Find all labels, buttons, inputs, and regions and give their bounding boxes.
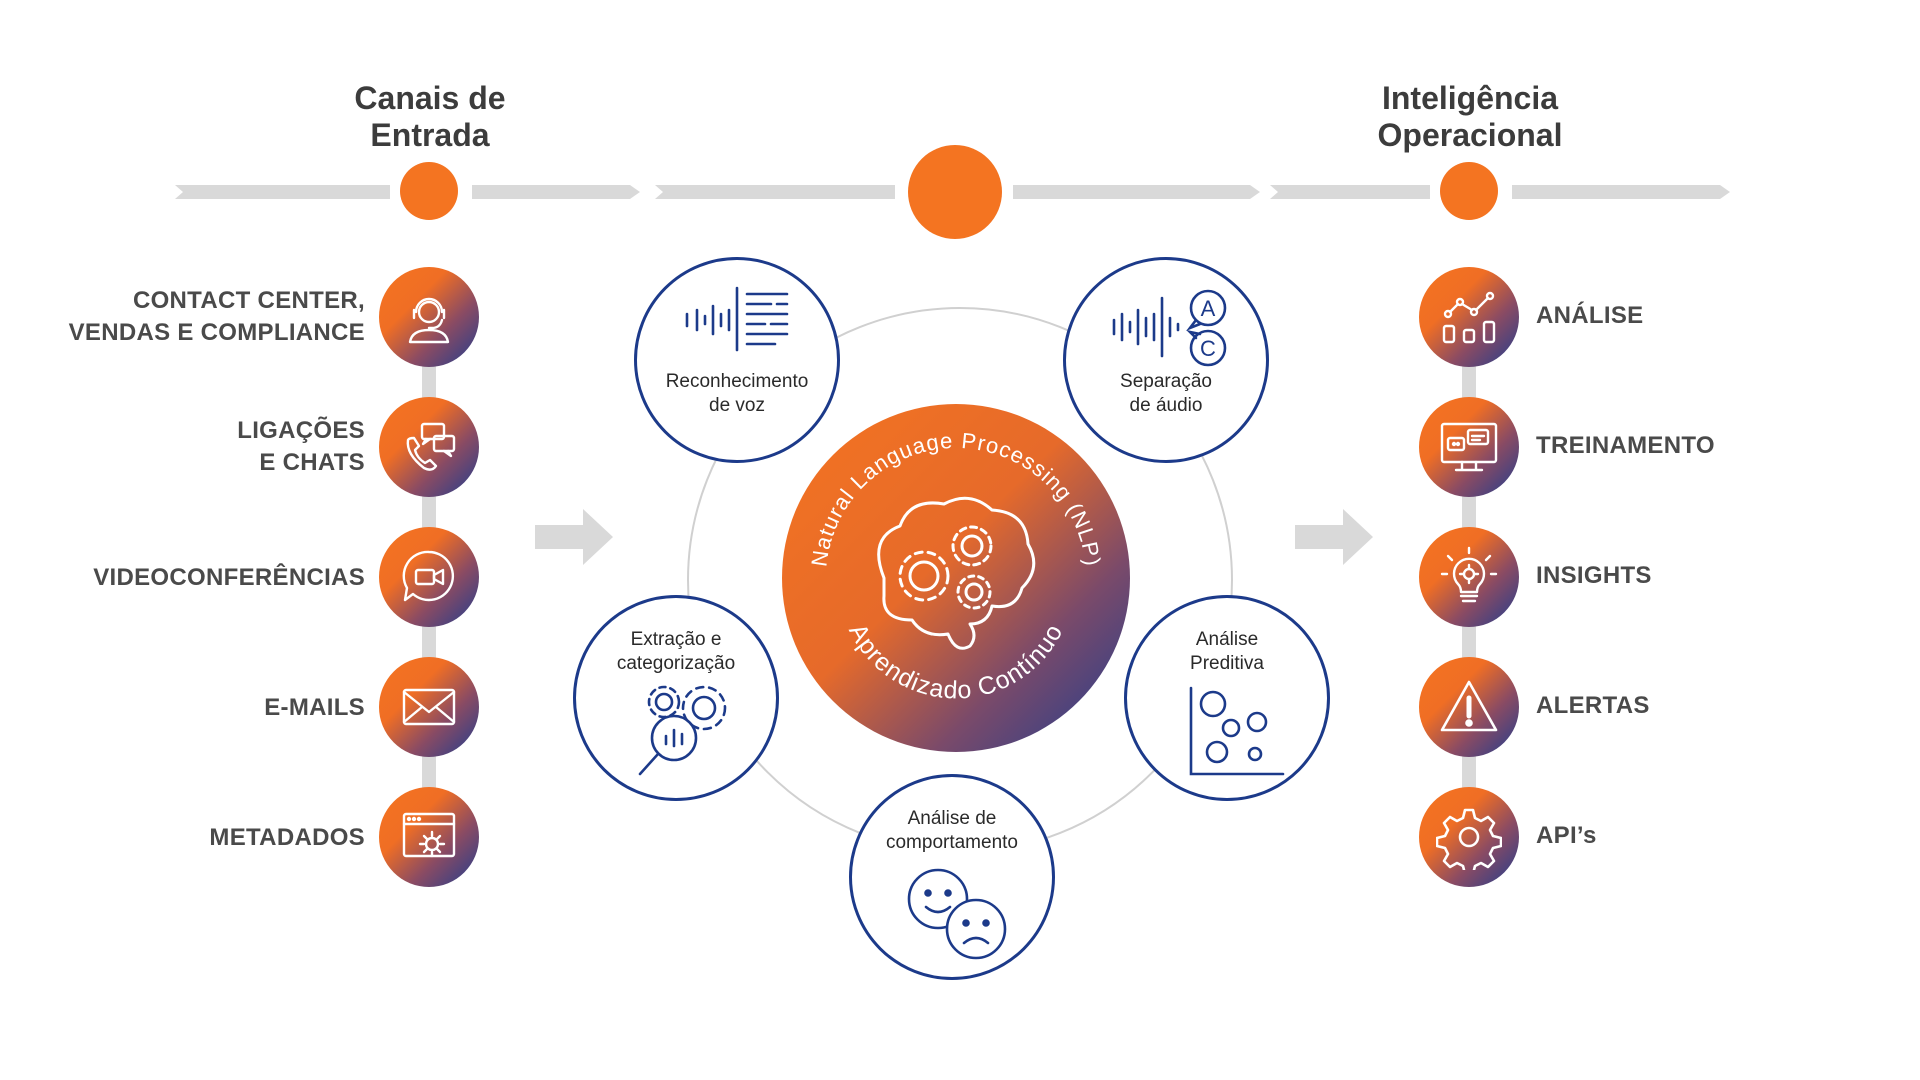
timeline-dot-inputs bbox=[400, 162, 458, 220]
process-label-line: categorização bbox=[616, 653, 736, 674]
brain-gears-icon bbox=[877, 496, 1036, 650]
scatter-plot-icon bbox=[1189, 686, 1285, 776]
agent-headset-icon bbox=[379, 267, 479, 367]
track-segment bbox=[1270, 185, 1430, 199]
track-segment bbox=[1013, 185, 1260, 199]
analytics-chart-icon bbox=[1419, 267, 1519, 367]
label-line: LIGAÇÕES bbox=[237, 417, 365, 444]
process-behavior-analysis: Análise de comportamento bbox=[849, 774, 1055, 980]
process-label: Separação de áudio bbox=[1071, 370, 1261, 418]
output-label-insights: INSIGHTS bbox=[1536, 562, 1652, 589]
process-label: Reconhecimento de voz bbox=[642, 370, 832, 418]
svg-text:C: C bbox=[1200, 336, 1216, 361]
process-label-line: Separação bbox=[1120, 371, 1212, 392]
happy-sad-faces-icon bbox=[907, 868, 1007, 960]
warning-triangle-icon bbox=[1419, 657, 1519, 757]
input-label-metadata: METADADOS bbox=[25, 822, 365, 854]
output-label-alerts: ALERTAS bbox=[1536, 692, 1650, 719]
track-segment bbox=[1512, 185, 1730, 199]
process-predictive-analysis: Análise Preditiva bbox=[1124, 595, 1330, 801]
track-segment bbox=[655, 185, 895, 199]
output-label-apis: API’s bbox=[1536, 822, 1597, 849]
audio-speakers-ac-icon: A C bbox=[1112, 289, 1227, 367]
connector bbox=[422, 750, 436, 790]
process-label-line: Preditiva bbox=[1190, 653, 1264, 674]
process-label-line: Análise bbox=[1195, 629, 1259, 650]
process-label-line: Extração e bbox=[630, 629, 722, 650]
nlp-core-circle: Natural Language Processing (NLP) Aprend… bbox=[782, 404, 1130, 752]
process-label: Análise de comportamento bbox=[857, 807, 1047, 855]
envelope-icon bbox=[379, 657, 479, 757]
input-label-emails: E-MAILS bbox=[25, 692, 365, 724]
label-line: VIDEOCONFERÊNCIAS bbox=[93, 564, 365, 591]
label-line: METADADOS bbox=[209, 824, 365, 851]
process-label: Análise Preditiva bbox=[1132, 628, 1322, 676]
label-line: E-MAILS bbox=[264, 694, 365, 721]
connector bbox=[1462, 620, 1476, 660]
input-label-contact-center: CONTACT CENTER, VENDAS E COMPLIANCE bbox=[25, 285, 365, 349]
input-label-video: VIDEOCONFERÊNCIAS bbox=[25, 562, 365, 594]
connector bbox=[1462, 490, 1476, 530]
connector bbox=[422, 620, 436, 660]
process-label-line: comportamento bbox=[885, 832, 1018, 853]
connector bbox=[422, 490, 436, 530]
timeline-dot-center bbox=[908, 145, 1002, 239]
process-label: Extração e categorização bbox=[581, 628, 771, 676]
process-label-line: de áudio bbox=[1129, 395, 1203, 416]
operational-intelligence-heading: Inteligência Operacional bbox=[1310, 80, 1630, 154]
label-line: VENDAS E COMPLIANCE bbox=[68, 319, 365, 346]
output-label-analysis: ANÁLISE bbox=[1536, 302, 1644, 329]
gear-icon bbox=[1419, 787, 1519, 887]
process-audio-separation: A C Separação de áudio bbox=[1063, 257, 1269, 463]
track-segment bbox=[175, 185, 390, 199]
arrow-right-icon bbox=[1295, 509, 1373, 565]
process-label-line: de voz bbox=[709, 395, 765, 416]
track-segment bbox=[472, 185, 640, 199]
timeline-track bbox=[175, 185, 1730, 199]
heading-line: Canais de bbox=[354, 80, 506, 116]
screen-training-icon bbox=[1419, 397, 1519, 497]
process-extraction-categorization: Extração e categorização bbox=[573, 595, 779, 801]
phone-chat-icon bbox=[379, 397, 479, 497]
connector bbox=[1462, 750, 1476, 790]
process-voice-recognition: Reconhecimento de voz bbox=[634, 257, 840, 463]
label-line: CONTACT CENTER, bbox=[132, 287, 365, 314]
input-channels-heading: Canais de Entrada bbox=[270, 80, 590, 154]
input-label-calls-chats: LIGAÇÕES E CHATS bbox=[25, 415, 365, 479]
lightbulb-gear-icon bbox=[1419, 527, 1519, 627]
process-label-line: Análise de bbox=[907, 808, 997, 829]
heading-line: Operacional bbox=[1377, 117, 1563, 153]
timeline-dot-outputs bbox=[1440, 162, 1498, 220]
connector bbox=[1462, 360, 1476, 400]
sound-wave-text-icon bbox=[685, 286, 789, 352]
browser-gear-icon bbox=[379, 787, 479, 887]
output-label-training: TREINAMENTO bbox=[1536, 432, 1715, 459]
heading-line: Inteligência bbox=[1381, 80, 1559, 116]
video-call-icon bbox=[379, 527, 479, 627]
heading-line: Entrada bbox=[370, 117, 490, 153]
gears-magnifier-icon bbox=[638, 685, 727, 776]
arrow-right-icon bbox=[535, 509, 613, 565]
svg-text:A: A bbox=[1201, 296, 1216, 321]
connector bbox=[422, 360, 436, 400]
label-line: E CHATS bbox=[259, 449, 365, 476]
process-label-line: Reconhecimento bbox=[665, 371, 809, 392]
